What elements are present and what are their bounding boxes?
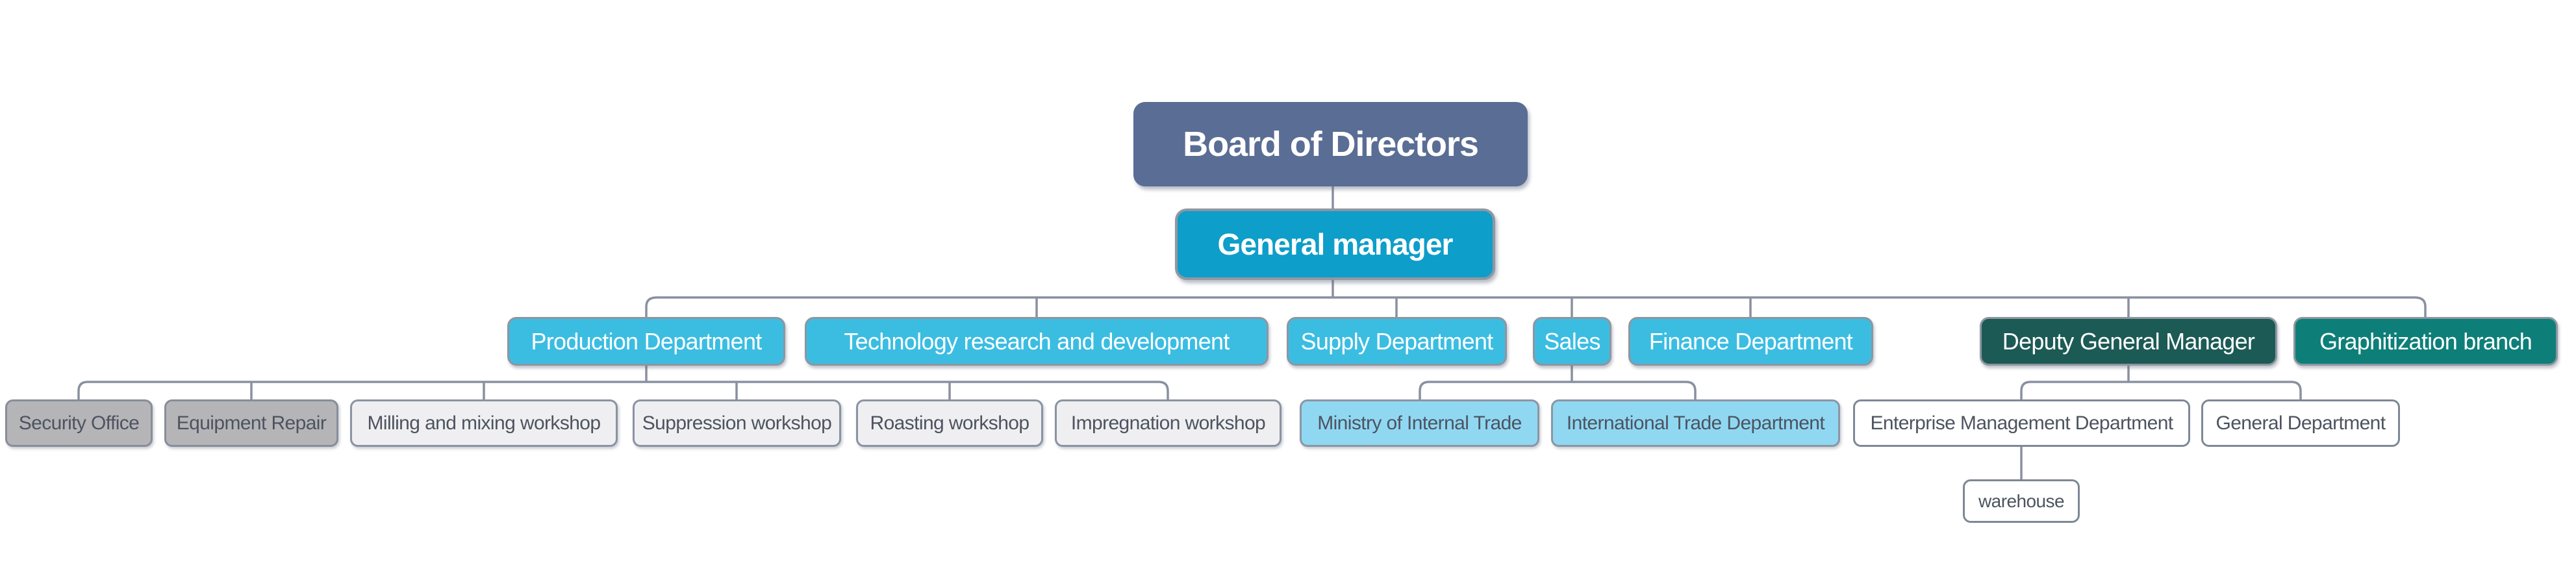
org-node-graphitization-branch: Graphitization branch	[2293, 317, 2558, 366]
connector-gm-bus	[645, 296, 2427, 317]
org-node-finance-department: Finance Department	[1628, 317, 1873, 366]
org-node-board-of-directors: Board of Directors	[1133, 102, 1528, 186]
org-node-general-manager: General manager	[1175, 208, 1495, 280]
org-node-impregnation-workshop: Impregnation workshop	[1055, 399, 1282, 447]
org-node-security-office: Security Office	[5, 399, 153, 447]
org-node-technology-research-and-development: Technology research and development	[805, 317, 1269, 366]
connector-sales-bus	[1419, 381, 1697, 399]
org-node-general-department: General Department	[2201, 399, 2400, 447]
org-node-milling-and-mixing-workshop: Milling and mixing workshop	[350, 399, 618, 447]
org-node-supply-department: Supply Department	[1287, 317, 1507, 366]
org-node-ministry-of-internal-trade: Ministry of Internal Trade	[1300, 399, 1539, 447]
org-node-roasting-workshop: Roasting workshop	[856, 399, 1043, 447]
org-node-suppression-workshop: Suppression workshop	[633, 399, 841, 447]
org-node-deputy-general-manager: Deputy General Manager	[1980, 317, 2277, 366]
org-node-warehouse: warehouse	[1963, 479, 2080, 523]
connector-production-bus	[77, 381, 1169, 399]
org-node-equipment-repair: Equipment Repair	[164, 399, 338, 447]
org-node-enterprise-management-department: Enterprise Management Department	[1853, 399, 2190, 447]
org-node-production-department: Production Department	[507, 317, 785, 366]
org-node-sales: Sales	[1533, 317, 1611, 366]
org-node-international-trade-department: International Trade Department	[1551, 399, 1840, 447]
connector-deputy-bus	[2020, 381, 2302, 399]
